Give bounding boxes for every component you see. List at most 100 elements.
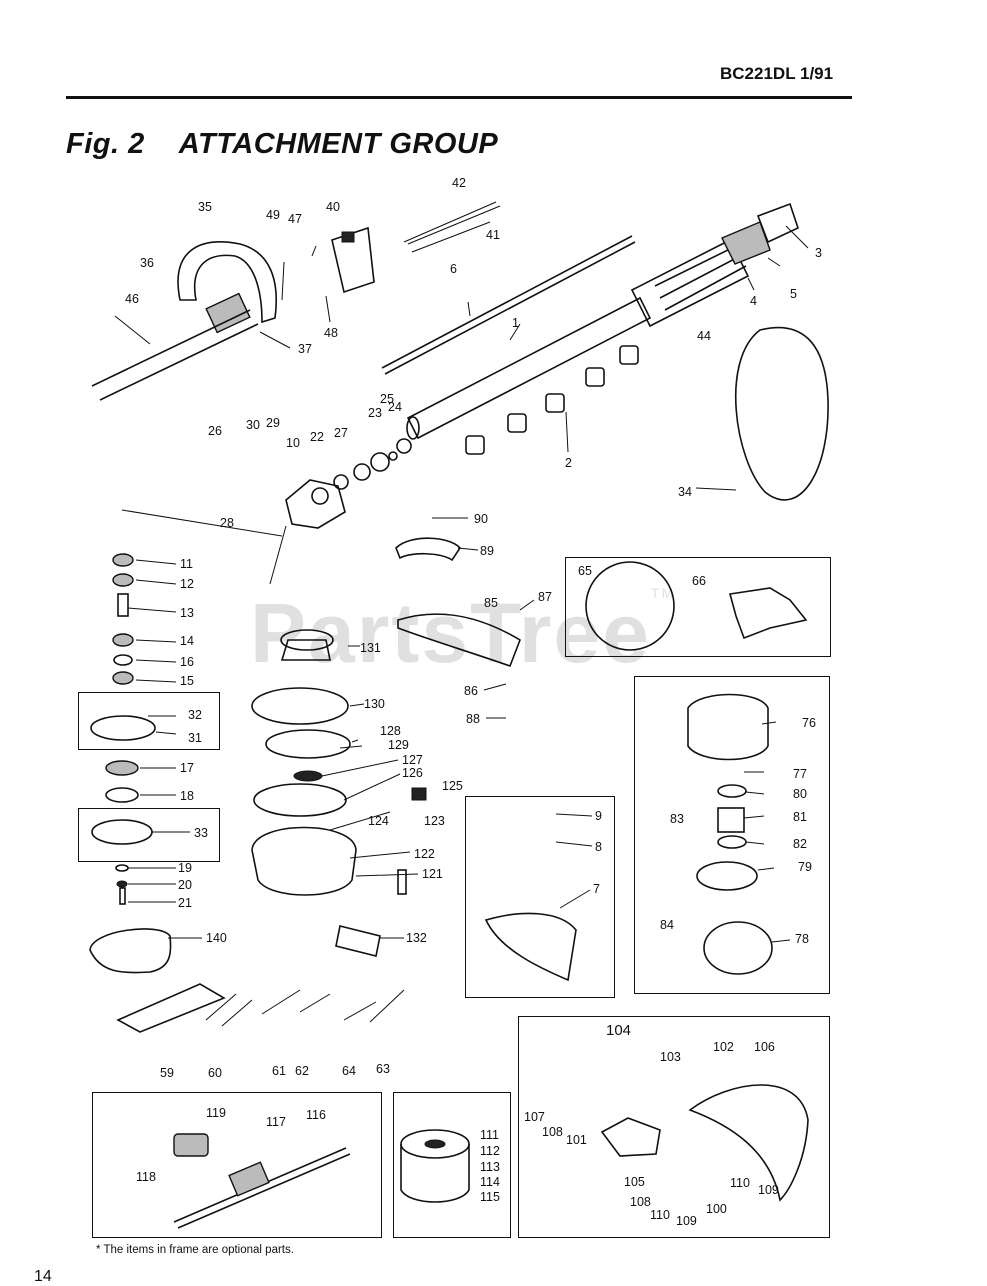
callout-113: 113: [480, 1160, 500, 1174]
callout-114: 114: [480, 1175, 500, 1189]
callout-124: 124: [368, 814, 389, 828]
callout-89: 89: [480, 544, 494, 558]
callout-13: 13: [180, 606, 194, 620]
callout-128: 128: [380, 724, 401, 738]
callout-83: 83: [670, 812, 684, 826]
callout-121: 121: [422, 867, 443, 881]
callout-4: 4: [750, 294, 757, 308]
loop-handle: [177, 241, 277, 334]
frame-optional-100-110: [518, 1016, 830, 1238]
callout-102: 102: [713, 1040, 734, 1054]
lower-shaft: [91, 309, 259, 401]
callout-109-right: 109: [758, 1183, 779, 1197]
callout-35: 35: [198, 200, 212, 214]
callout-33: 33: [194, 826, 208, 840]
callout-109-left: 109: [676, 1214, 697, 1228]
callout-107: 107: [524, 1110, 545, 1124]
callout-2: 2: [565, 456, 572, 470]
callout-48: 48: [324, 326, 338, 340]
throttle-housing: [331, 226, 375, 294]
callout-62: 62: [295, 1064, 309, 1078]
callout-111: 111: [480, 1128, 500, 1142]
callout-21: 21: [178, 896, 192, 910]
callout-31: 31: [188, 731, 202, 745]
callout-101: 101: [566, 1133, 587, 1147]
callout-10: 10: [286, 436, 300, 450]
callout-24: 24: [388, 400, 402, 414]
slide-hammer-puller: [173, 1133, 351, 1229]
callout-123: 123: [424, 814, 445, 828]
callout-116: 116: [306, 1108, 326, 1122]
callout-108-left: 108: [542, 1125, 563, 1139]
callout-115: 115: [480, 1190, 500, 1204]
callout-82: 82: [793, 837, 807, 851]
header-rule: [66, 96, 852, 99]
callout-103: 103: [660, 1050, 681, 1064]
callout-27: 27: [334, 426, 348, 440]
callout-34: 34: [678, 485, 692, 499]
leader-lines: [114, 225, 809, 943]
callout-86: 86: [464, 684, 478, 698]
callout-37: 37: [298, 342, 312, 356]
page-number: 14: [34, 1268, 52, 1285]
grip-housing: [630, 202, 799, 328]
callout-100: 100: [706, 1202, 727, 1216]
spanner-wrench: [335, 925, 381, 957]
callout-130: 130: [364, 697, 385, 711]
callout-112: 112: [480, 1144, 500, 1158]
callout-65: 65: [578, 564, 592, 578]
callout-106: 106: [754, 1040, 775, 1054]
main-shaft-tube: [406, 296, 652, 440]
callout-11: 11: [180, 557, 193, 571]
shaft-bearings: [333, 438, 412, 490]
blade-guard: [397, 613, 521, 668]
shaft-clamp: [395, 537, 461, 562]
callout-40: 40: [326, 200, 340, 214]
callout-14: 14: [180, 634, 194, 648]
four-tooth-blade: [728, 587, 808, 640]
optional-parts-footnote: * The items in frame are optional parts.: [96, 1244, 294, 1256]
callout-129: 129: [388, 738, 409, 752]
callout-6: 6: [450, 262, 457, 276]
callout-59: 59: [160, 1066, 174, 1080]
callout-15: 15: [180, 674, 194, 688]
document-code: BC221DL 1/91: [720, 64, 834, 83]
callout-3: 3: [815, 246, 822, 260]
frame-optional-31-32: [78, 692, 220, 750]
callout-119: 119: [206, 1106, 226, 1120]
callout-85: 85: [484, 596, 498, 610]
callout-18: 18: [180, 789, 194, 803]
callout-110-left: 110: [650, 1208, 670, 1222]
callout-66: 66: [692, 574, 706, 588]
callout-76: 76: [802, 716, 816, 730]
callout-61: 61: [272, 1064, 286, 1078]
callout-105: 105: [624, 1175, 645, 1189]
callout-80: 80: [793, 787, 807, 801]
callout-118: 118: [136, 1170, 156, 1184]
callout-125: 125: [442, 779, 463, 793]
callout-1: 1: [512, 316, 519, 330]
callout-16: 16: [180, 655, 194, 669]
left-parts-stack: [90, 553, 156, 905]
metal-blade-guard: [688, 1084, 809, 1202]
callout-60: 60: [208, 1066, 222, 1080]
callout-9: 9: [595, 809, 602, 823]
callout-5: 5: [790, 287, 797, 301]
callout-32: 32: [188, 708, 202, 722]
shaft-bushings: [465, 345, 639, 455]
callout-63: 63: [376, 1062, 390, 1076]
fixed-line-guard: [484, 912, 577, 982]
figure-label: Fig. 2: [66, 128, 145, 160]
callout-29: 29: [266, 416, 280, 430]
callout-64: 64: [342, 1064, 356, 1078]
gear-head: [285, 479, 346, 529]
callout-108-right: 108: [630, 1195, 651, 1209]
callout-79: 79: [798, 860, 812, 874]
frame-optional-76-84: [634, 676, 830, 994]
callout-28: 28: [220, 516, 234, 530]
callout-47: 47: [288, 212, 302, 226]
throttle-cables: [403, 201, 501, 253]
callout-26: 26: [208, 424, 222, 438]
